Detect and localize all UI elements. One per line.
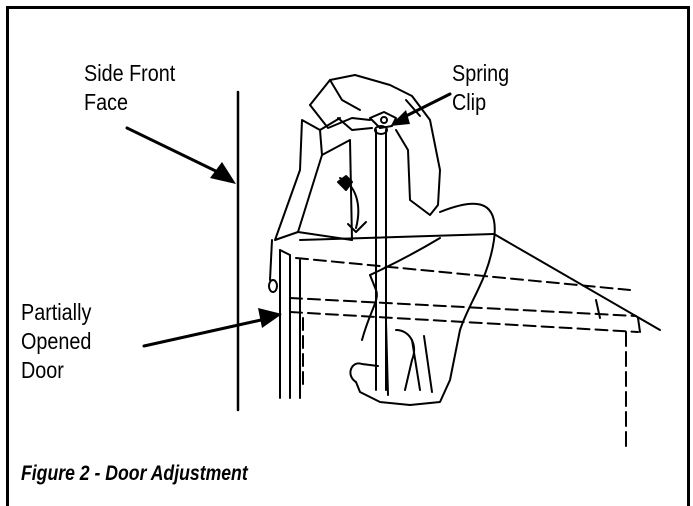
partially-opened-door	[268, 239, 301, 399]
label-line: Opened	[21, 328, 92, 354]
hinge-bracket	[274, 117, 353, 241]
lower-hand-icon	[349, 202, 496, 406]
label-line: Spring	[452, 60, 510, 86]
label-side-front-face: Side Front Face	[84, 59, 175, 117]
figure-caption: Figure 2 - Door Adjustment	[21, 462, 248, 485]
label-line: Face	[84, 89, 128, 115]
spring-rod	[374, 125, 388, 391]
label-spring-clip: Spring Clip	[452, 59, 509, 117]
label-line: Side Front	[84, 60, 176, 86]
curved-arrow-icon	[337, 175, 367, 233]
label-line: Door	[21, 357, 64, 383]
leader-arrows	[125, 92, 452, 348]
label-line: Clip	[452, 89, 487, 115]
figure-frame	[6, 6, 690, 506]
cabinet-top	[289, 233, 661, 451]
label-line: Partially	[21, 299, 92, 325]
upper-hand	[309, 74, 441, 216]
label-partially-opened-door: Partially Opened Door	[21, 298, 91, 385]
